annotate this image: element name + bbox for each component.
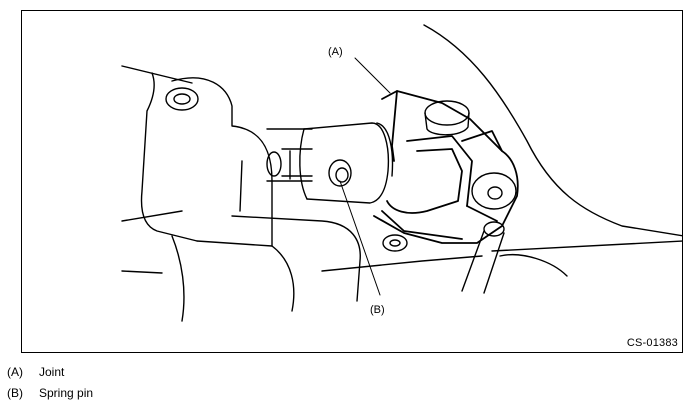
- gearbox-housing: [121, 65, 361, 322]
- legend-letter: (B): [7, 386, 23, 400]
- joint-sleeve: [299, 122, 394, 204]
- legend-item: (A) Joint: [7, 362, 93, 383]
- legend-text: Joint: [39, 365, 65, 379]
- floor-line: [321, 255, 483, 272]
- legend-text: Spring pin: [39, 386, 94, 400]
- stud-pin: [461, 221, 568, 294]
- diagram-frame: (A) (B) CS-01383: [21, 10, 683, 353]
- callout-label-b: (B): [370, 304, 385, 316]
- joint-yoke: [373, 90, 519, 244]
- callout-label-a: (A): [328, 46, 343, 58]
- spring-pin: [328, 159, 352, 187]
- legend-item: (B) Spring pin: [7, 383, 93, 404]
- figure-code: CS-01383: [626, 337, 678, 349]
- steering-joint-illustration: (A) (B): [121, 24, 682, 322]
- cap-bolt: [424, 100, 470, 136]
- leader-line-b: [339, 180, 381, 296]
- floor-line-2: [491, 240, 682, 252]
- input-shaft: [266, 128, 313, 182]
- leader-line-a: [354, 57, 391, 94]
- yoke-lug: [471, 172, 517, 210]
- legend: (A) Joint (B) Spring pin: [7, 362, 93, 404]
- lower-bolt: [382, 234, 408, 252]
- body-panel-outline: [423, 24, 682, 237]
- legend-letter: (A): [7, 365, 23, 379]
